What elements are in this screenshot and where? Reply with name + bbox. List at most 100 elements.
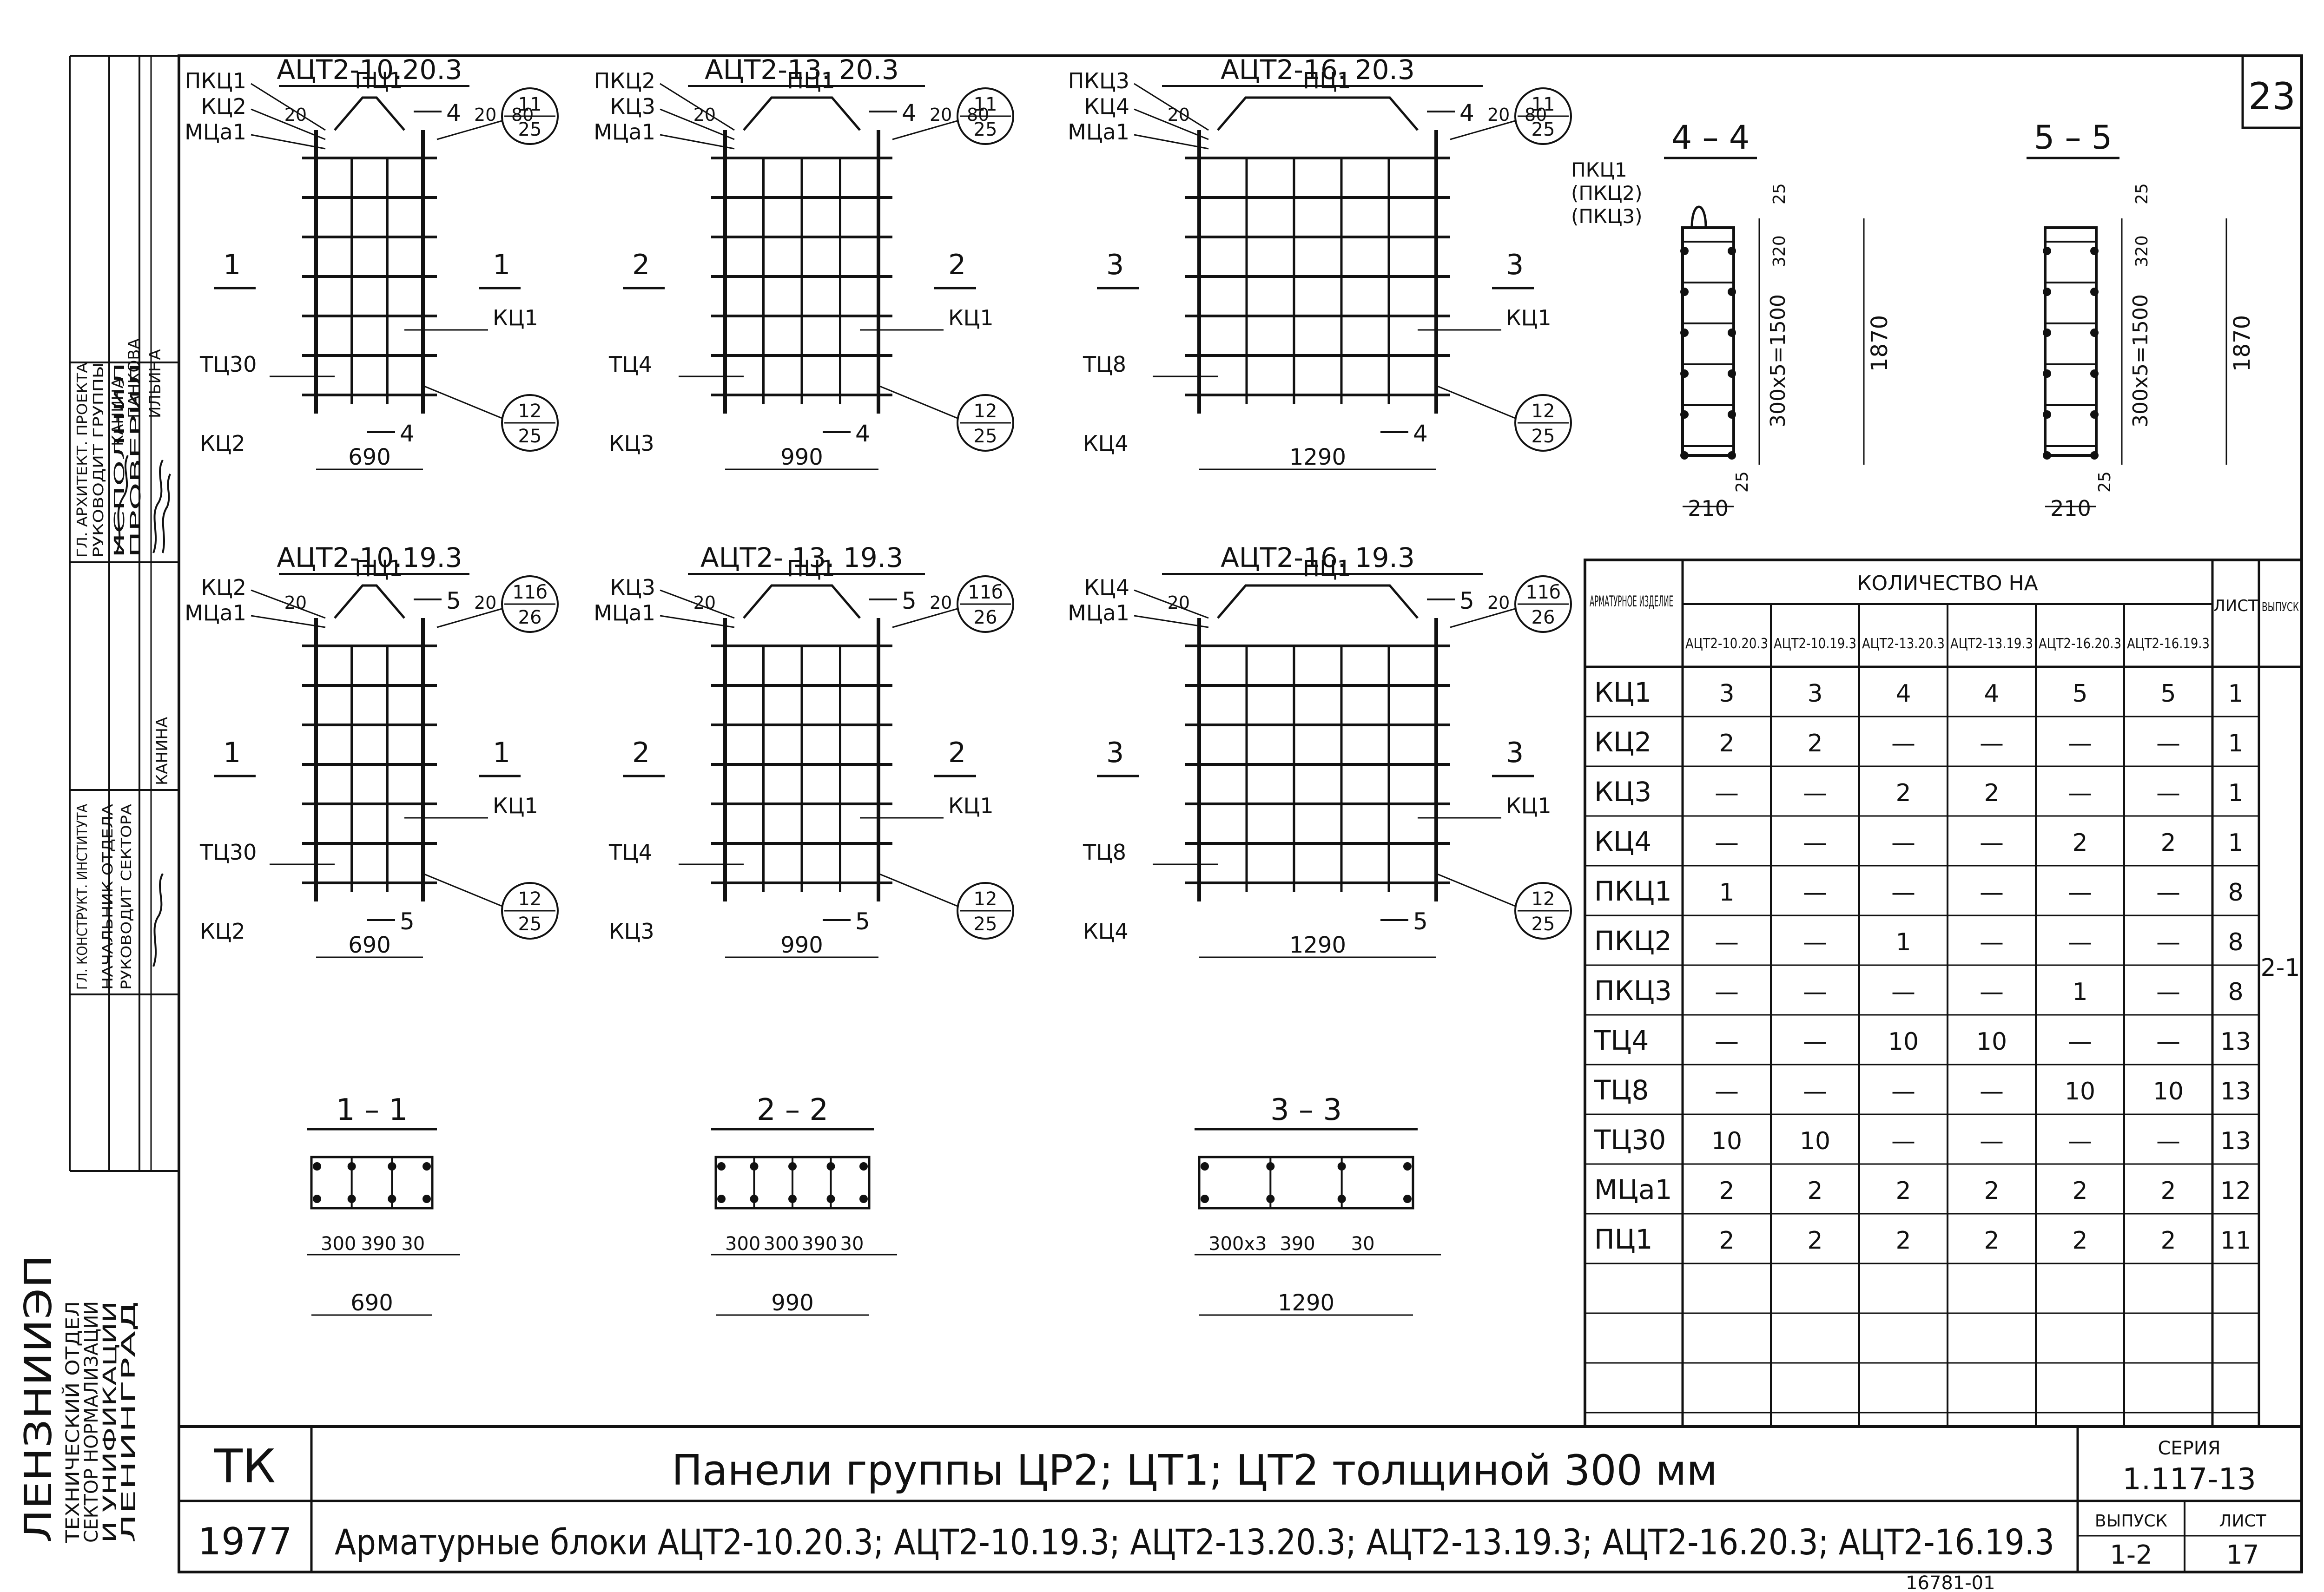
section-mark: 1: [223, 249, 241, 281]
table-cell: —: [1803, 928, 1827, 956]
role-label: ГЛ. КОНСТРУКТ. ИНСТИТУТА: [74, 804, 91, 990]
table-cell: —: [2156, 779, 2180, 807]
part-label: КЦ4: [1083, 431, 1129, 456]
callout-text: 26: [518, 607, 542, 628]
part-label: КЦ1: [948, 305, 994, 330]
tb-title: Панели группы ЦР2; ЦТ1; ЦТ2 толщиной 300…: [672, 1446, 1717, 1495]
dim-text: 390: [1280, 1233, 1315, 1255]
callout-text: 25: [974, 914, 997, 935]
lifting-loop: [334, 584, 405, 619]
callout-text: 25: [974, 426, 997, 447]
table-cell: —: [1891, 1127, 1915, 1155]
rebar-dot: [1728, 247, 1736, 255]
dim-text: 25: [1733, 471, 1752, 493]
rebar-dot: [2043, 369, 2051, 378]
table-cell: 10: [1800, 1127, 1830, 1155]
callout-text: 12: [974, 401, 997, 422]
drawing-title: АЦТ2-10.20.3: [277, 54, 462, 86]
leader-line: [251, 615, 326, 628]
table-cell: 2: [1984, 1227, 1999, 1255]
table-cell: 1: [2228, 680, 2243, 708]
table-cell: 3: [1719, 680, 1734, 708]
dim-text: 20: [930, 592, 952, 613]
part-label: ПЦ1: [787, 68, 835, 94]
callout-text: 25: [518, 119, 542, 140]
table-cell: —: [1803, 879, 1827, 907]
table-cell: 11: [2220, 1227, 2251, 1255]
table-cell: —: [1803, 1078, 1827, 1105]
part-label: (ПКЦ3): [1571, 205, 1643, 228]
cut-number: 4: [902, 99, 917, 126]
rebar-dot: [2090, 451, 2099, 460]
dim-text: 300: [764, 1233, 799, 1255]
rebar-dot: [1680, 247, 1689, 255]
rebar-dot: [347, 1195, 356, 1203]
institute-text: ТЕХНИЧЕСКИЙ ОТДЕЛ: [61, 1301, 84, 1543]
table-cell-item: КЦ2: [1594, 726, 1651, 758]
dim-text: 210: [1688, 496, 1729, 521]
table-cell: 2: [2072, 1227, 2087, 1255]
section-4-4: 4 – 425320300x5=1500251870210ПКЦ1(ПКЦ2)(…: [1571, 118, 1893, 521]
rebar-dot: [1201, 1162, 1209, 1171]
rebar-dot: [1201, 1195, 1209, 1203]
table-cell: 5: [2072, 680, 2087, 708]
rebar-dot: [1403, 1162, 1412, 1171]
dim-text: 690: [348, 932, 391, 958]
table-cell: —: [2156, 730, 2180, 757]
dim-text: 990: [780, 444, 823, 470]
table-cell: 2-1: [2261, 954, 2300, 982]
part-label: КЦ3: [610, 94, 655, 119]
rebar-dot: [313, 1195, 321, 1203]
table-cell: —: [1891, 879, 1915, 907]
drawing-title: АЦТ2-13. 20.3: [705, 54, 899, 86]
drawing-title: АЦТ2-16. 19.3: [1221, 542, 1415, 573]
tb-series-value: 1.117-13: [2122, 1462, 2256, 1497]
rebar-dot: [717, 1195, 726, 1203]
cut-number: 5: [902, 587, 917, 614]
table-cell-item: ПКЦ1: [1594, 875, 1672, 907]
part-label: ПКЦ2: [594, 68, 655, 93]
dim-text: 300x3: [1208, 1233, 1267, 1255]
leader-line: [892, 608, 958, 628]
part-label: МЦа1: [185, 119, 246, 145]
rebar-dot: [347, 1162, 356, 1171]
table-col-header: АЦТ2-16.19.3: [2127, 636, 2210, 652]
table-cell: 1: [2072, 978, 2087, 1006]
cut-number: 5: [400, 908, 415, 935]
dim-text: 80: [511, 105, 534, 125]
table-cell-item: ТЦ30: [1594, 1124, 1666, 1156]
table-cell: —: [2068, 1028, 2092, 1056]
dim-text: 20: [284, 105, 307, 125]
rebar-dot: [1680, 329, 1689, 337]
rebar-dot: [1403, 1195, 1412, 1203]
cut-number: 4: [400, 420, 415, 447]
callout-circle: [501, 87, 559, 145]
table-cell: 2: [1719, 1177, 1734, 1205]
dim-text: 690: [348, 444, 391, 470]
leader-line: [660, 83, 735, 131]
leader-line: [1134, 589, 1209, 619]
rebar-dot: [1337, 1195, 1346, 1203]
leader-line: [251, 108, 326, 140]
callout-text: 12: [1532, 401, 1555, 422]
table-cell-item: ПКЦ2: [1594, 925, 1672, 957]
table-cell: 10: [2065, 1078, 2095, 1105]
table-cell: 4: [1984, 680, 1999, 708]
callout-circle: [501, 575, 559, 633]
part-label: ПКЦ1: [1571, 158, 1627, 181]
rebar-dot: [2043, 410, 2051, 419]
leader-line: [1134, 108, 1209, 140]
callout-circle: [1514, 882, 1572, 940]
tb-code: ТК: [214, 1439, 276, 1493]
section-mark: 3: [1106, 249, 1124, 281]
role-label: ПРОВЕРИЛ: [128, 362, 144, 558]
callout-text: 25: [974, 119, 997, 140]
callout-text: 12: [974, 888, 997, 910]
table-cell: —: [1715, 779, 1739, 807]
dim-text: 80: [967, 105, 989, 125]
callout-text: 11б: [968, 582, 1003, 603]
